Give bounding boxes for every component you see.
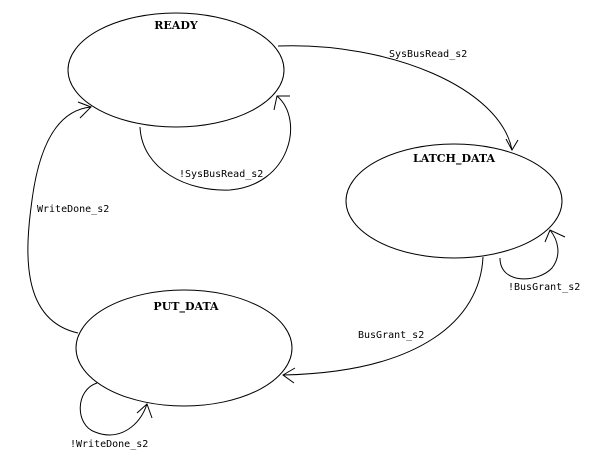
state-put-data-ellipse: [75, 289, 293, 407]
transition-ready-to-latch-edge: [277, 45, 513, 151]
transition-latch-self-loop-edge: [499, 229, 559, 280]
transition-latch-self-loop[interactable]: !BusGrant_s2: [499, 229, 580, 293]
transition-latch-self-loop-label: !BusGrant_s2: [508, 282, 580, 293]
state-ready[interactable]: READY: [67, 12, 285, 128]
state-put-data-label: PUT_DATA: [153, 300, 219, 314]
transition-ready-to-latch-arrowhead: [505, 138, 519, 152]
transition-put-to-ready[interactable]: WriteDone_s2: [27, 101, 109, 334]
transition-latch-to-put-arrowhead: [282, 367, 296, 384]
transition-ready-self-loop-arrowhead: [273, 95, 290, 111]
transition-put-to-ready-edge: [27, 106, 92, 334]
transition-latch-to-put-label: BusGrant_s2: [358, 330, 424, 341]
transition-put-to-ready-arrowhead: [77, 101, 92, 119]
transition-put-self-loop-arrowhead: [136, 403, 153, 419]
transition-latch-to-put[interactable]: BusGrant_s2: [282, 256, 484, 384]
state-latch-data[interactable]: LATCH_DATA: [345, 143, 563, 259]
transition-ready-self-loop-label: !SysBusRead_s2: [179, 169, 263, 180]
transition-ready-self-loop[interactable]: !SysBusRead_s2: [139, 95, 292, 191]
transition-latch-self-loop-arrowhead: [544, 229, 566, 243]
transition-put-self-loop-edge: [79, 382, 148, 436]
transition-put-self-loop[interactable]: !WriteDone_s2: [70, 382, 153, 450]
transition-put-to-ready-label: WriteDone_s2: [37, 204, 109, 215]
transition-ready-self-loop-edge: [139, 95, 292, 191]
state-latch-data-ellipse: [345, 143, 563, 259]
state-ready-ellipse: [67, 12, 285, 128]
transition-ready-to-latch[interactable]: SysBusRead_s2: [277, 45, 519, 152]
transition-put-self-loop-label: !WriteDone_s2: [70, 439, 148, 450]
state-put-data[interactable]: PUT_DATA: [75, 289, 293, 407]
transition-latch-to-put-edge: [282, 256, 484, 376]
state-latch-data-label: LATCH_DATA: [413, 152, 496, 166]
transition-ready-to-latch-label: SysBusRead_s2: [389, 49, 467, 60]
state-ready-label: READY: [154, 19, 198, 32]
